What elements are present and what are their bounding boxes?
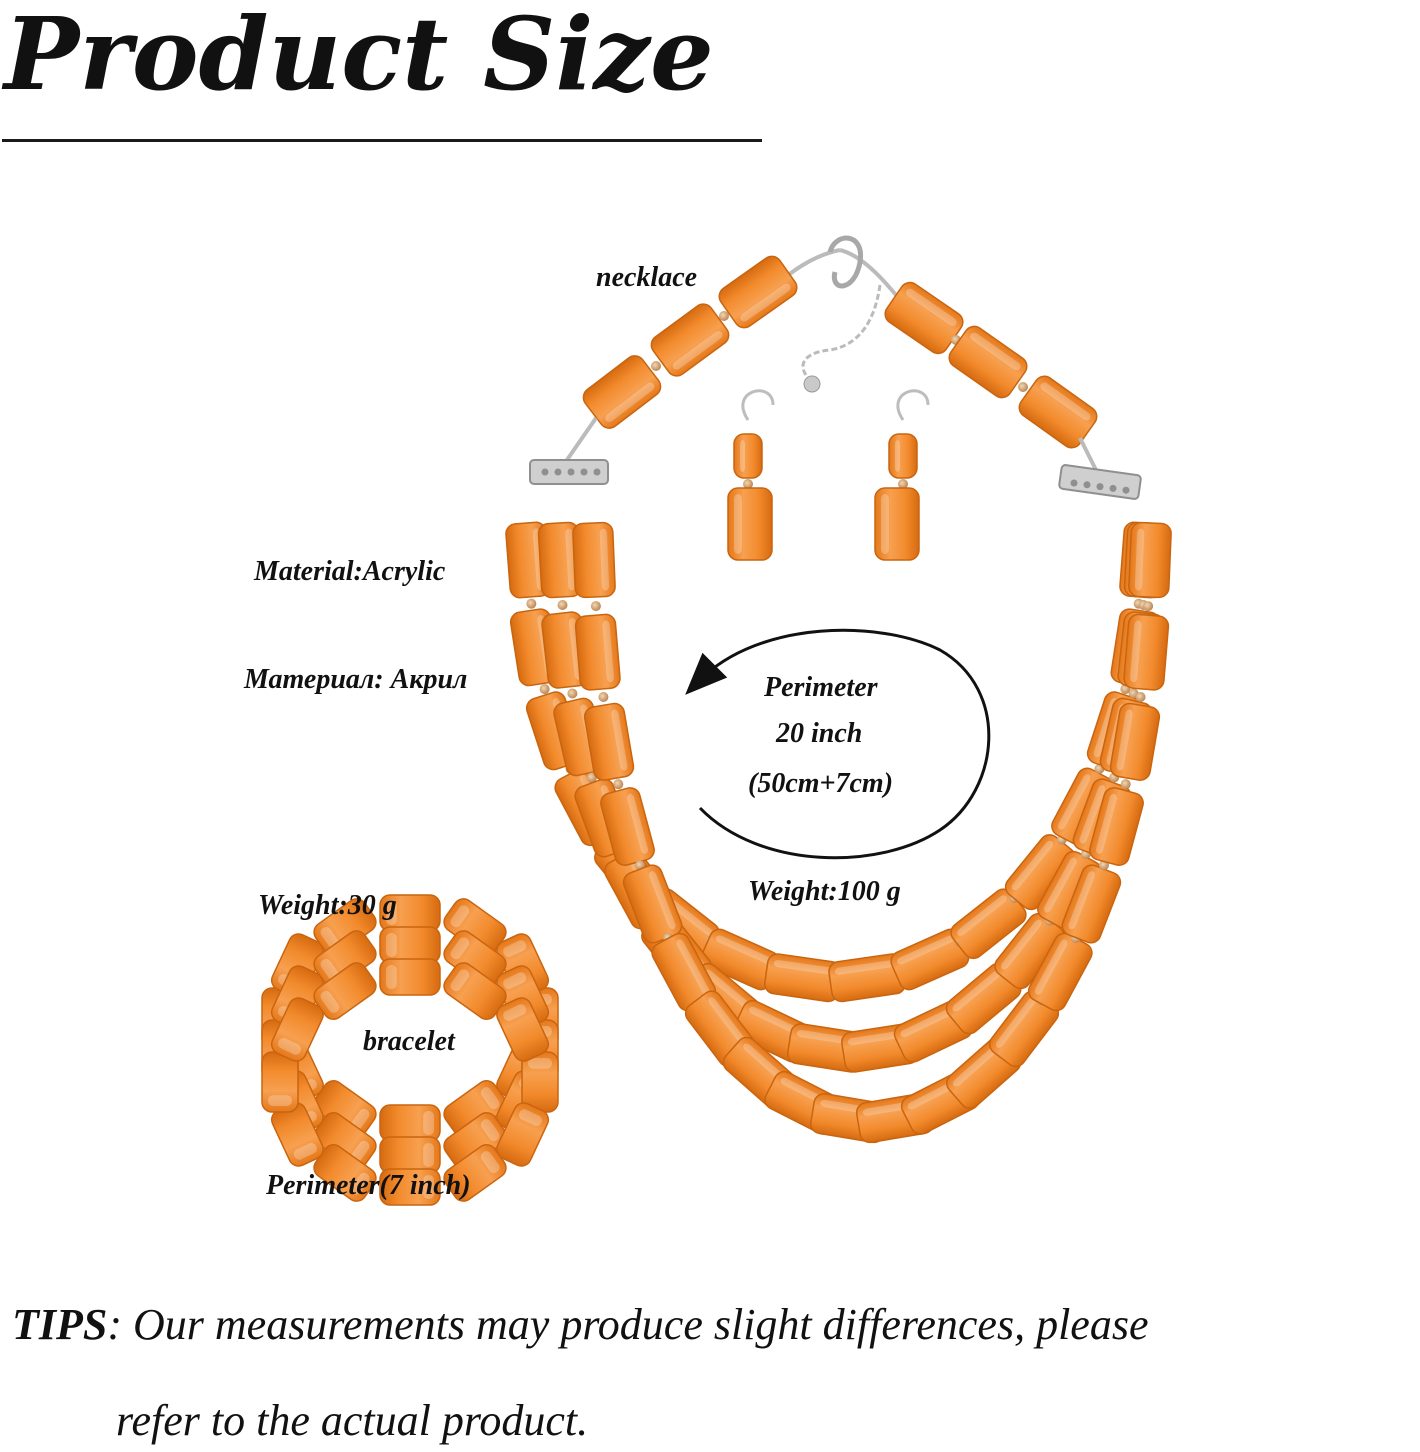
title-divider: [2, 139, 762, 142]
tips-line-1: : Our measurements may produce slight di…: [107, 1300, 1149, 1349]
bracelet-label: bracelet: [363, 1026, 455, 1057]
necklace-image: [505, 235, 1172, 1144]
perimeter-arrow-icon: [685, 628, 991, 860]
material-label-ru: Материал: Акрил: [244, 664, 468, 695]
bracelet-image: [261, 894, 559, 1206]
perimeter-detail: (50cm+7cm): [748, 768, 894, 799]
bracelet-weight: Weight:30 g: [258, 890, 397, 921]
tips-label: TIPS: [12, 1300, 108, 1349]
perimeter-value: 20 inch: [776, 718, 863, 749]
perimeter-title: Perimeter: [764, 672, 878, 703]
necklace-weight: Weight:100 g: [748, 876, 901, 907]
page-title: Product Size: [4, 0, 714, 113]
tips-note: TIPS: Our measurements may produce sligh…: [12, 1294, 1148, 1356]
necklace-label: necklace: [596, 262, 698, 293]
material-label-en: Material:Acrylic: [254, 556, 446, 587]
tips-line-2: refer to the actual product.: [116, 1396, 589, 1445]
bracelet-perimeter: Perimeter(7 inch): [266, 1170, 471, 1201]
earrings-image: [727, 389, 930, 561]
